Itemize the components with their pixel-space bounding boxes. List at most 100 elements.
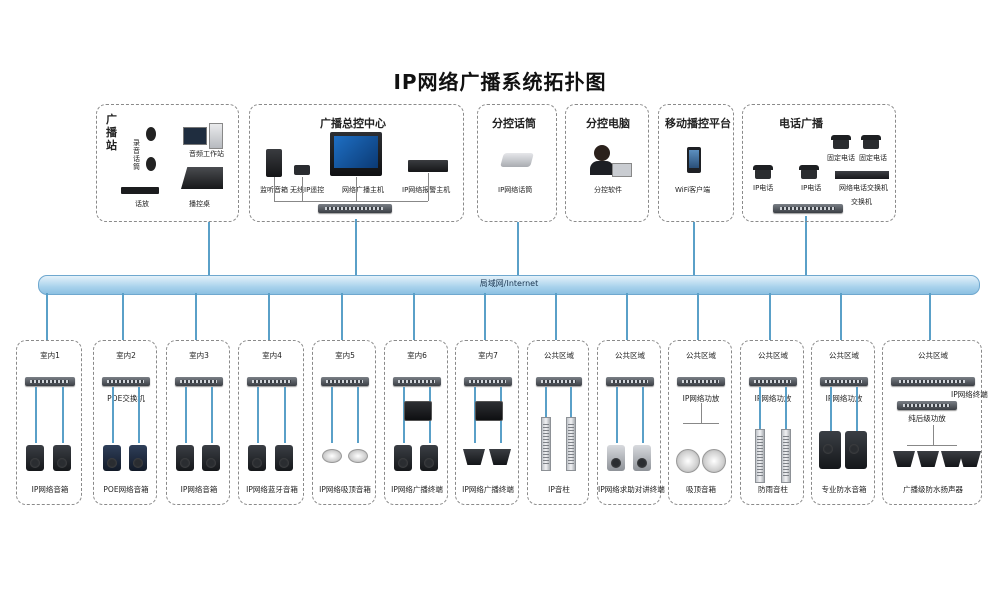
device-label: 广播级防水扬声器 <box>903 485 963 494</box>
connector <box>805 216 807 275</box>
waterproof-speaker-icon <box>845 431 867 469</box>
speaker-icon <box>248 445 266 471</box>
wireless-remote-icon <box>294 165 310 175</box>
console-desk-icon <box>181 167 223 189</box>
column-speaker-icon <box>755 429 765 483</box>
zone-label: 公共区域 <box>686 351 716 360</box>
workstation-icon <box>183 127 207 145</box>
device-label: 防雨音柱 <box>758 485 788 494</box>
diagram-title: IP网络广播系统拓扑图 <box>393 70 607 94</box>
connector <box>138 387 140 443</box>
connector <box>268 293 270 340</box>
zone-label: 公共区域 <box>758 351 788 360</box>
switch-label: 交换机 <box>851 198 872 206</box>
connector <box>545 387 547 443</box>
mic-amp-label: 话放 <box>135 200 149 208</box>
network-switch-icon <box>393 377 441 386</box>
fixed-phone-label: 固定电话 <box>827 154 855 162</box>
ip-phone-label: IP电话 <box>801 184 822 192</box>
zone-box-13: 公共区域 IP网络终端纯后级功放广播级防水扬声器 <box>882 340 988 505</box>
network-switch-icon <box>321 377 369 386</box>
connector <box>357 387 359 443</box>
network-switch-icon <box>25 377 75 386</box>
connector <box>626 293 628 340</box>
zone-label: 室内3 <box>189 351 209 360</box>
zone-label: 室内5 <box>335 351 355 360</box>
mobile-title: 移动播控平台 <box>665 117 731 130</box>
column-speaker-icon <box>781 429 791 483</box>
connector <box>112 387 114 443</box>
fixed-phone-label: 固定电话 <box>859 154 887 162</box>
wifi-client-label: WiFi客户端 <box>675 186 711 194</box>
broadcast-station-box: 广播站 录音话筒 音频工作站 话放 播控桌 <box>96 104 239 222</box>
wireless-remote-label: 无线IP遥控 <box>290 186 325 194</box>
intercom-terminal-icon <box>633 445 651 471</box>
smartphone-icon <box>687 147 701 173</box>
network-switch-icon <box>749 377 797 386</box>
network-switch-icon <box>175 377 223 386</box>
connector <box>840 293 842 340</box>
connector <box>769 293 771 340</box>
connector <box>257 387 259 443</box>
workstation-label: 音频工作站 <box>189 150 224 158</box>
device-label: IP网络求助对讲终端 <box>598 485 665 494</box>
network-bus: 局域网/Internet <box>38 275 980 295</box>
broadcast-host-icon <box>330 132 382 176</box>
column-speaker-icon <box>541 417 551 471</box>
mic-label: 录音话筒 <box>133 139 140 171</box>
column-speaker-icon <box>566 417 576 471</box>
phone-exchange-icon <box>835 171 889 179</box>
ip-microphone-icon <box>500 153 534 167</box>
device-label: IP网络吸顶音箱 <box>319 485 371 494</box>
connector <box>570 387 572 443</box>
amplifier-icon <box>897 401 957 410</box>
host-screen <box>334 136 378 168</box>
sub-pc-title: 分控电脑 <box>586 117 630 130</box>
control-center-box: 广播总控中心 监听音箱 无线IP遥控 网络广播主机 IP网络报警主机 <box>249 104 464 222</box>
connector <box>35 387 37 443</box>
ip-phone-label: IP电话 <box>753 184 774 192</box>
ip-phone-icon <box>753 165 773 179</box>
intercom-terminal-icon <box>607 445 625 471</box>
connector <box>856 387 858 443</box>
smartphone-screen <box>689 150 699 168</box>
device-label: 专业防水音箱 <box>821 485 867 494</box>
connector <box>302 177 303 201</box>
monitor-speaker-icon <box>266 149 282 177</box>
speaker-icon <box>53 445 71 471</box>
zone-label: 公共区域 <box>615 351 645 360</box>
speaker-icon <box>202 445 220 471</box>
broadcast-terminal-icon <box>404 401 432 421</box>
connector <box>185 387 187 443</box>
network-switch-icon <box>318 204 392 213</box>
alarm-host-label: IP网络报警主机 <box>402 186 451 194</box>
horn-speaker-icon <box>893 451 915 467</box>
amp-label: 纯后级功放 <box>908 414 946 423</box>
switch-label: IP网络终端 <box>951 390 988 399</box>
zone-label: 室内6 <box>407 351 427 360</box>
network-switch-icon <box>464 377 512 386</box>
connector <box>616 387 618 443</box>
connector <box>413 293 415 340</box>
horn-speaker-icon <box>917 451 939 467</box>
connector <box>701 403 702 423</box>
microphone-icon <box>146 127 156 141</box>
connector <box>46 293 48 340</box>
horn-speaker-icon <box>959 451 981 467</box>
workstation-tower-icon <box>209 123 223 149</box>
connector <box>428 173 429 201</box>
zone-label: 公共区域 <box>918 351 948 360</box>
connector <box>907 445 957 446</box>
alarm-host-icon <box>408 160 448 172</box>
zone-label: 公共区域 <box>544 351 574 360</box>
connector <box>683 423 719 424</box>
microphone-icon <box>146 157 156 171</box>
speaker-icon <box>275 445 293 471</box>
operator-icon <box>594 145 610 161</box>
network-switch-icon <box>536 377 582 386</box>
connector <box>274 177 275 201</box>
